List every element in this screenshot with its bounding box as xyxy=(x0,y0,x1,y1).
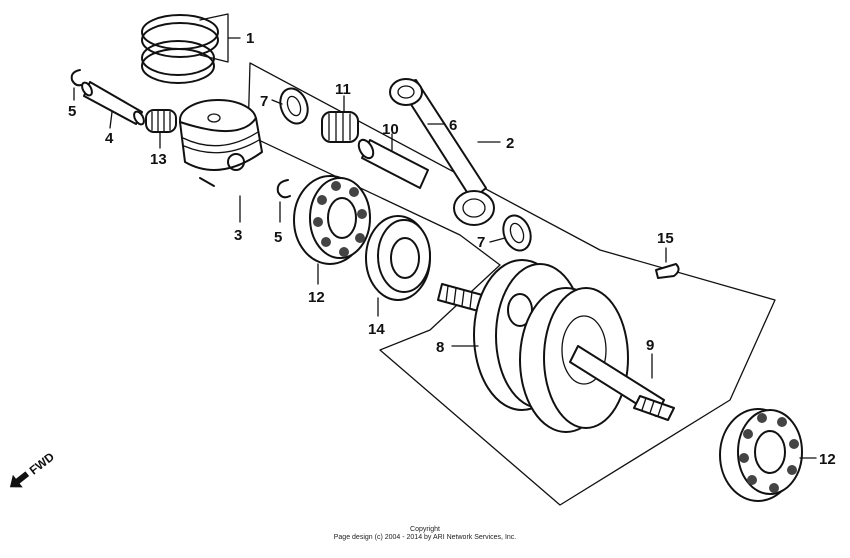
callout-2[interactable]: 2 xyxy=(506,135,514,152)
crankshaft-right[interactable] xyxy=(519,287,675,433)
callout-9[interactable]: 9 xyxy=(646,337,654,354)
thrust-washer-upper[interactable] xyxy=(276,85,313,128)
callout-8[interactable]: 8 xyxy=(436,339,444,356)
callout-11[interactable]: 11 xyxy=(335,81,351,98)
fwd-arrow-icon xyxy=(9,471,30,488)
callout-13[interactable]: 13 xyxy=(150,151,167,168)
piston-pin[interactable] xyxy=(80,81,146,126)
woodruff-key[interactable] xyxy=(655,263,680,279)
callout-5a[interactable]: 5 xyxy=(68,103,76,120)
connecting-rod[interactable] xyxy=(389,78,495,226)
fwd-indicator: FWD xyxy=(9,449,57,488)
callout-15[interactable]: 15 xyxy=(657,230,674,247)
thrust-washer-lower[interactable] xyxy=(499,212,536,255)
callout-10[interactable]: 10 xyxy=(382,121,399,138)
piston[interactable] xyxy=(179,99,263,187)
callout-7b[interactable]: 7 xyxy=(477,234,485,251)
copyright-text: Page design (c) 2004 - 2014 by ARI Netwo… xyxy=(333,534,517,541)
callout-12b[interactable]: 12 xyxy=(819,451,836,468)
callout-14[interactable]: 14 xyxy=(368,321,385,338)
callout-12a[interactable]: 12 xyxy=(308,289,325,306)
small-end-bearing[interactable] xyxy=(145,109,177,133)
callout-5b[interactable]: 5 xyxy=(274,229,282,246)
copyright-title: Copyright xyxy=(410,526,440,533)
callout-1[interactable]: 1 xyxy=(246,30,254,47)
callout-leader-7a xyxy=(271,99,283,105)
crank-bearing-upper[interactable] xyxy=(293,175,371,265)
copyright-notice: Copyright Page design (c) 2004 - 2014 by… xyxy=(0,526,850,542)
callout-7a[interactable]: 7 xyxy=(260,93,268,110)
fwd-label: FWD xyxy=(27,449,57,477)
oil-seal[interactable] xyxy=(365,215,431,301)
callout-leader-4 xyxy=(109,111,113,129)
callout-leader-1 xyxy=(199,13,241,63)
callout-3[interactable]: 3 xyxy=(234,227,242,244)
callout-6[interactable]: 6 xyxy=(449,117,457,134)
callout-4[interactable]: 4 xyxy=(105,130,114,147)
crank-bearing-lower[interactable] xyxy=(719,408,803,502)
callout-leader-7b xyxy=(489,237,506,243)
piston-rings[interactable] xyxy=(141,14,219,84)
assembly-outline xyxy=(247,62,776,506)
circlip-left[interactable] xyxy=(70,69,85,87)
crank-pin[interactable] xyxy=(356,137,429,189)
crank-pin-bearing[interactable] xyxy=(321,111,359,143)
circlip-right[interactable] xyxy=(276,179,291,199)
